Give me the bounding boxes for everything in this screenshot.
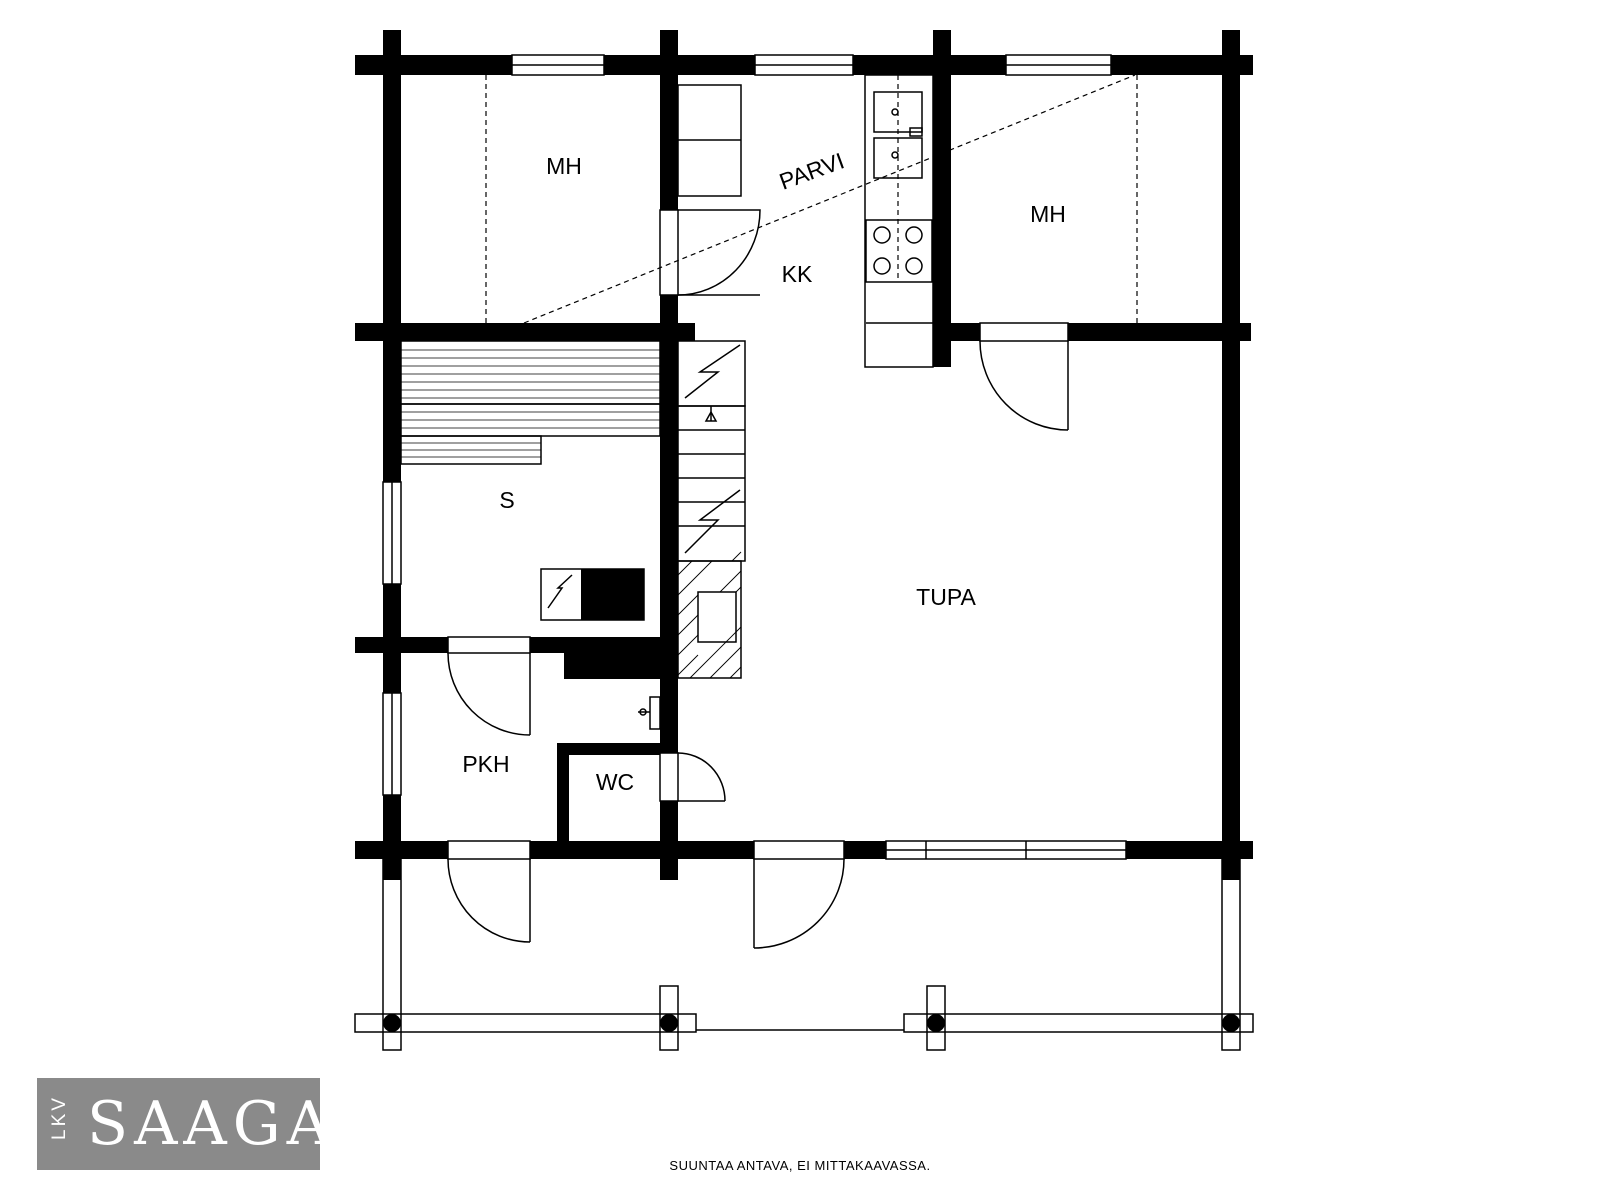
room-label-parvi: PARVI	[776, 147, 848, 194]
logo-main-text: SAAGA	[87, 1089, 337, 1159]
logo-small-text: LKV	[49, 1095, 70, 1140]
room-label-tupa: TUPA	[916, 584, 976, 610]
company-logo: LKV SAAGA	[37, 1078, 330, 1170]
stove-icon	[865, 219, 933, 283]
stove-burner-icon	[905, 226, 923, 244]
room-label-mh-right: MH	[1030, 201, 1066, 227]
stove-burner-icon	[873, 226, 891, 244]
terrace	[354, 858, 1254, 1051]
doors	[447, 209, 1069, 949]
room-label-s: S	[499, 487, 514, 513]
fireplace-icon	[677, 551, 742, 679]
door-swing-icon	[447, 652, 531, 736]
scale-disclaimer: SUUNTAA ANTAVA, EI MITTAKAAVASSA.	[669, 1158, 931, 1173]
column-icon	[1222, 1014, 1240, 1032]
door-swing-icon	[677, 209, 761, 296]
room-label-mh-left: MH	[546, 153, 582, 179]
column-icon	[927, 1014, 945, 1032]
stove-burner-icon	[873, 257, 891, 275]
door-swing-icon	[753, 858, 845, 949]
stove-burner-icon	[905, 257, 923, 275]
door-swing-icon	[677, 752, 726, 802]
door-swing-icon	[979, 340, 1069, 431]
door-swing-icon	[447, 858, 531, 943]
room-label-wc: WC	[596, 769, 634, 795]
room-label-kk: KK	[782, 261, 813, 287]
sink-icon	[649, 696, 661, 730]
fixtures	[400, 74, 1138, 730]
staircase-icon	[677, 340, 746, 562]
room-labels: MH PARVI KK MH S TUPA PKH WC	[462, 147, 1066, 795]
column-icon	[383, 1014, 401, 1032]
room-label-pkh: PKH	[462, 751, 509, 777]
column-icon	[660, 1014, 678, 1032]
windows	[382, 54, 1127, 860]
